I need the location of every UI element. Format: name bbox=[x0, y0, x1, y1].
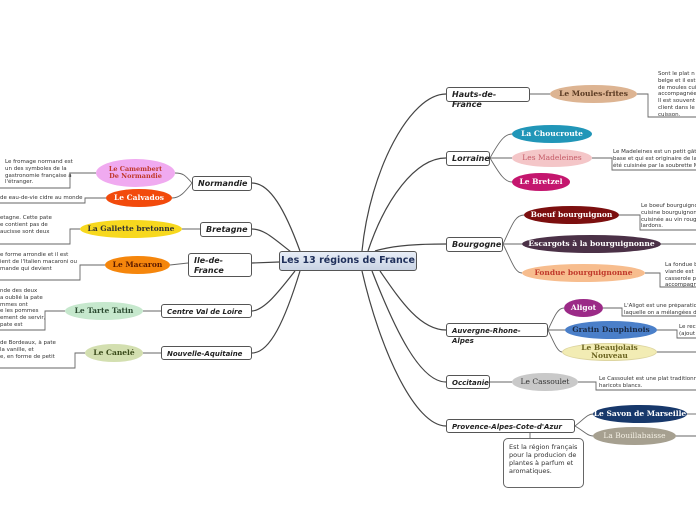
dish-escargots[interactable]: Escargots à la bourguignonne bbox=[522, 235, 661, 253]
region-hauts-de-france[interactable]: Hauts-de-France bbox=[446, 87, 530, 109]
dish-madeleines[interactable]: Les Madeleines bbox=[512, 149, 592, 167]
note-gratin: Le rec(ajout bbox=[679, 324, 696, 338]
note-line: etagne. Cette pate bbox=[0, 215, 52, 221]
note-line: aucisse sont deux bbox=[0, 228, 50, 235]
note-line: la vanille, et bbox=[0, 346, 34, 353]
note-line: laquelle on a mélangées du bbox=[624, 309, 696, 316]
note-line: accompagn bbox=[665, 282, 696, 289]
note-line: e contient pas de bbox=[0, 221, 48, 228]
note-line: viande est bbox=[665, 268, 694, 275]
region-lorraine[interactable]: Lorraine bbox=[446, 151, 490, 166]
note-line: un des symboles de la bbox=[5, 165, 67, 172]
region-centre-val-de-loire[interactable]: Centre Val de Loire bbox=[161, 304, 252, 318]
dish-calvados[interactable]: Le Calvados bbox=[106, 189, 172, 207]
note-line: ement de servir, bbox=[0, 315, 45, 322]
note-line: Sont le plat n bbox=[658, 71, 695, 77]
dish-cassoulet[interactable]: Le Cassoulet bbox=[512, 373, 578, 391]
note-line: Le rec bbox=[679, 324, 696, 330]
dish-galette-bretonne[interactable]: La Gallette bretonne bbox=[80, 220, 182, 238]
region-normandie[interactable]: Normandie bbox=[192, 176, 252, 191]
region-bretagne[interactable]: Bretagne bbox=[200, 222, 252, 237]
dish-canele[interactable]: Le Canelé bbox=[85, 344, 143, 362]
note-line: Le Cassoulet est une plat traditionn bbox=[599, 376, 696, 382]
note-line: casserole p bbox=[665, 275, 696, 282]
note-line: e forme arrondie et il est bbox=[0, 252, 69, 258]
note-line: gastronomie française à bbox=[5, 172, 72, 179]
note-line: La fondue b bbox=[665, 262, 696, 268]
region-nouvelle-aquitaine[interactable]: Nouvelle-Aquitaine bbox=[161, 346, 252, 360]
note-line: de eau-de-vie cidre au monde bbox=[0, 195, 83, 201]
note-line: Le Madeleines est un petit gât bbox=[613, 149, 696, 155]
note-line: de Bordeaux, à pate bbox=[0, 340, 56, 346]
dish-choucroute[interactable]: La Choucroute bbox=[512, 125, 592, 143]
note-line: mande qui devient bbox=[0, 265, 52, 272]
note-provence-box[interactable]: Est la région français pour la producion… bbox=[503, 438, 584, 488]
dish-camembert[interactable]: Le Camembert De Normandie bbox=[96, 159, 175, 187]
note-line: cuisine bourguignon bbox=[641, 209, 696, 216]
note-line: l'étranger. bbox=[5, 179, 34, 186]
note-line: accompagnée bbox=[658, 91, 696, 98]
note-line: client dans le bbox=[658, 104, 695, 111]
region-bourgogne[interactable]: Bourgogne bbox=[446, 237, 503, 252]
dish-bouillabaisse[interactable]: La Bouillabaisse bbox=[593, 427, 676, 445]
note-line: Le fromage normand est bbox=[5, 159, 73, 165]
region-occitanie[interactable]: Occitanie bbox=[446, 375, 490, 389]
note-line: lardons. bbox=[641, 223, 664, 230]
dish-fondue[interactable]: Fondue bourguignonne bbox=[522, 264, 645, 282]
note-calvados: de eau-de-vie cidre au monde bbox=[0, 195, 85, 202]
dish-moules-frites[interactable]: Le Moules-frites bbox=[550, 85, 637, 103]
dish-bretzel[interactable]: Le Bretzel bbox=[512, 173, 570, 191]
note-line: e les pommes bbox=[0, 308, 39, 315]
region-ile-de-france[interactable]: Ile-de-France bbox=[188, 253, 252, 277]
dish-gratin-dauphinois[interactable]: Gratin Dauphinois bbox=[565, 321, 657, 339]
note-line: mmes ont bbox=[0, 301, 28, 308]
note-line: Il est souvent bbox=[658, 98, 696, 105]
note-line: e, en forme de petit bbox=[0, 353, 55, 360]
note-line: été cuisinée par la soubrette M bbox=[613, 162, 696, 169]
note-line: nde des deux bbox=[0, 288, 38, 294]
note-line: (ajout bbox=[679, 330, 696, 337]
dish-beaujolais-nouveau[interactable]: Le Beaujolais Nouveau bbox=[562, 343, 657, 361]
note-line: cuisson. bbox=[658, 111, 681, 118]
note-line: L'Aligot est une préparatio bbox=[624, 303, 696, 309]
note-line: haricots blancs. bbox=[599, 382, 643, 389]
region-auvergne-rhone-alpes[interactable]: Auvergne-Rhone-Alpes bbox=[446, 323, 548, 345]
note-line: de moules cui bbox=[658, 84, 696, 91]
dish-macaron[interactable]: Le Macaron bbox=[105, 256, 170, 274]
note-line: belge et il est bbox=[658, 77, 696, 84]
note-line: base et qui est originaire de la bbox=[613, 155, 696, 162]
dish-savon-de-marseille[interactable]: Le Savon de Marseille bbox=[593, 405, 687, 423]
dish-boeuf-bourguignon[interactable]: Boeuf bourguignon bbox=[524, 206, 619, 224]
note-line: a oublié la pate bbox=[0, 294, 43, 301]
dish-tarte-tatin[interactable]: Le Tarte Tatin bbox=[65, 302, 143, 320]
central-topic[interactable]: Les 13 régions de France bbox=[279, 251, 417, 271]
dish-aligot[interactable]: Aligot bbox=[564, 299, 603, 317]
note-line: ient de l'Italien macaroni ou bbox=[0, 258, 78, 265]
note-line: cuisinée au vin roug bbox=[641, 216, 696, 223]
note-line: pate est bbox=[0, 321, 23, 328]
region-provence-alpes-cote-dazur[interactable]: Provence-Alpes-Cote-d'Azur bbox=[446, 419, 575, 433]
note-line: Le boeuf bourguignon bbox=[641, 203, 696, 209]
